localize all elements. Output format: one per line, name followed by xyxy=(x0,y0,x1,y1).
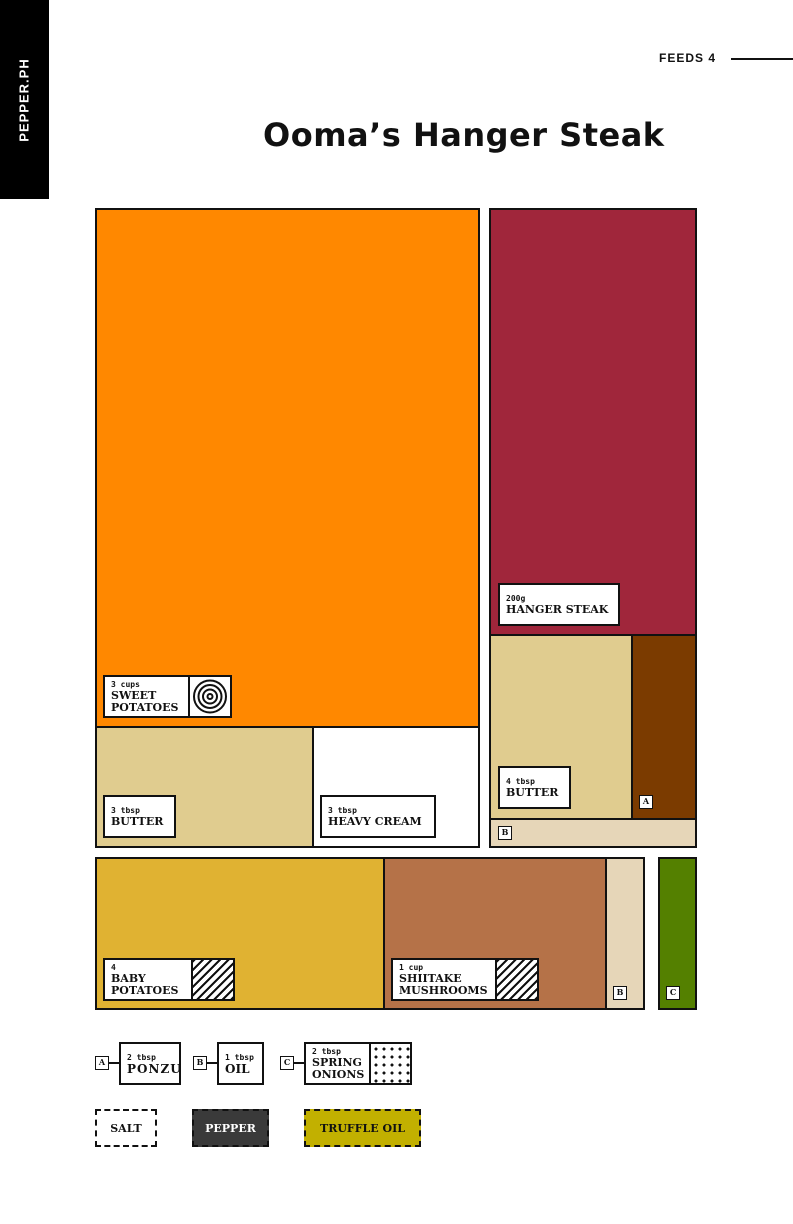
oil-block-bottom xyxy=(605,857,645,1010)
concentric-circles-icon xyxy=(188,675,232,718)
butter-right-qty: 4 tbsp xyxy=(506,777,535,786)
recipe-title: Ooma’s Hanger Steak xyxy=(263,116,665,154)
servings-label: FEEDS 4 xyxy=(658,51,716,65)
hanger-steak-name: HANGER STEAK xyxy=(506,603,609,616)
ponzu-qty: 2 tbsp xyxy=(127,1053,156,1062)
butter-left-label: 3 tbsp BUTTER xyxy=(103,795,176,838)
oil-qty: 1 tbsp xyxy=(225,1053,254,1062)
baby-potatoes-qty: 4 xyxy=(111,963,116,972)
tag-b: B xyxy=(498,826,512,840)
brand-tab: PEPPER.PH xyxy=(0,0,49,199)
tag-c: C xyxy=(666,986,680,1000)
heavy-cream-label: 3 tbsp HEAVY CREAM xyxy=(320,795,436,838)
shiitake-name: SHIITAKE MUSHROOMS xyxy=(399,972,488,997)
heavy-cream-qty: 3 tbsp xyxy=(328,806,357,815)
tag-a: A xyxy=(639,795,653,809)
dot-grid-icon xyxy=(369,1042,412,1085)
baby-potatoes-name: BABY POTATOES xyxy=(111,972,179,997)
heavy-cream-name: HEAVY CREAM xyxy=(328,815,422,828)
butter-left-name: BUTTER xyxy=(111,815,164,828)
legend-oil-label: 1 tbsp OIL xyxy=(217,1042,264,1085)
legend-connector xyxy=(294,1062,304,1064)
sweet-potatoes-label: 3 cups SWEET POTATOES xyxy=(103,675,191,718)
salt-text: SALT xyxy=(110,1121,142,1135)
oil-block-top xyxy=(489,818,697,848)
legend-spring-onions-label: 2 tbsp SPRING ONIONS xyxy=(304,1042,371,1085)
legend-tag-b: B xyxy=(193,1056,207,1070)
hanger-steak-qty: 200g xyxy=(506,594,526,603)
spring-onions-block xyxy=(658,857,697,1010)
sweet-potatoes-qty: 3 cups xyxy=(111,680,140,689)
truffle-oil-text: TRUFFLE OIL xyxy=(320,1121,405,1135)
hanger-steak-label: 200g HANGER STEAK xyxy=(498,583,620,626)
spring-onions-name: SPRING ONIONS xyxy=(312,1056,365,1081)
butter-left-qty: 3 tbsp xyxy=(111,806,140,815)
hanger-steak-block xyxy=(489,208,697,636)
ponzu-name: PONZU xyxy=(127,1062,182,1076)
butter-right-label: 4 tbsp BUTTER xyxy=(498,766,571,809)
legend-connector xyxy=(207,1062,217,1064)
salt-tag: SALT xyxy=(95,1109,157,1147)
shiitake-label: 1 cup SHIITAKE MUSHROOMS xyxy=(391,958,498,1001)
sweet-potatoes-name: SWEET POTATOES xyxy=(111,689,179,714)
legend-ponzu-label: 2 tbsp PONZU xyxy=(119,1042,181,1085)
diagonal-hatch-icon xyxy=(495,958,539,1001)
pepper-text: PEPPER xyxy=(205,1121,256,1135)
oil-name: OIL xyxy=(225,1062,250,1076)
legend-tag-c: C xyxy=(280,1056,294,1070)
sweet-potatoes-block xyxy=(95,208,480,728)
baby-potatoes-label: 4 BABY POTATOES xyxy=(103,958,193,1001)
spring-onions-qty: 2 tbsp xyxy=(312,1047,341,1056)
legend-connector xyxy=(109,1062,119,1064)
header-rule xyxy=(731,58,793,60)
truffle-oil-tag: TRUFFLE OIL xyxy=(304,1109,421,1147)
butter-right-name: BUTTER xyxy=(506,786,559,799)
pepper-tag: PEPPER xyxy=(192,1109,269,1147)
brand-text: PEPPER.PH xyxy=(16,58,32,142)
diagonal-hatch-icon xyxy=(191,958,235,1001)
shiitake-qty: 1 cup xyxy=(399,963,424,972)
tag-b: B xyxy=(613,986,627,1000)
ponzu-block xyxy=(631,634,697,820)
legend-tag-a: A xyxy=(95,1056,109,1070)
